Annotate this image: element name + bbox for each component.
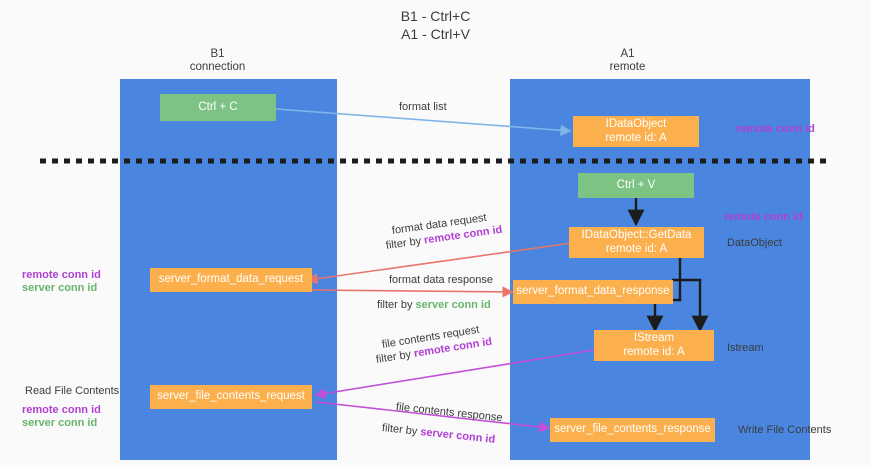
box-ctrl-v-label: Ctrl + V [616,178,656,191]
lane-header-a1: A1 remote [609,48,646,73]
label-format-list: format list [399,101,447,113]
side-label-istream: Istream [727,342,764,354]
box-server-format-data-request-label: server_format_data_request [158,273,304,286]
box-getdata-line2: remote id: A [605,242,668,255]
box-server-file-contents-request[interactable]: server_file_contents_request [150,385,312,409]
label-format-data-response-filter: filter by server conn id [377,299,491,311]
side-label-left-remote-conn-id-bottom: remote conn id [22,404,101,416]
side-label-left-server-conn-id-mid: server conn id [22,282,98,294]
side-label-dataobject: DataObject [727,237,783,249]
box-idataobject[interactable]: IDataObject remote id: A [573,116,699,147]
label-format-data-response: format data response [389,274,493,286]
lane-header-b1: B1 connection [189,48,246,73]
diagram-title-line1: B1 - Ctrl+C [400,8,471,24]
box-idataobject-line2: remote id: A [605,131,667,144]
box-istream[interactable]: IStream remote id: A [594,330,714,361]
side-label-write-file-contents: Write File Contents [738,424,832,436]
box-idataobject-getdata[interactable]: IDataObject::GetData remote id: A [569,227,704,258]
box-server-file-contents-response[interactable]: server_file_contents_response [550,418,715,442]
box-idataobject-line1: IDataObject [605,118,667,130]
box-ctrl-c[interactable]: Ctrl + C [160,94,276,121]
box-getdata-line1: IDataObject::GetData [581,229,692,241]
side-label-left-server-conn-id-bottom: server conn id [22,417,98,429]
filter-prefix: filter by [377,299,416,311]
diagram-title-line2: A1 - Ctrl+V [401,26,470,42]
box-ctrl-c-label: Ctrl + C [198,100,238,113]
box-server-format-data-response-label: server_format_data_response [516,285,670,298]
side-label-remote-conn-id-mid: remote conn id [724,211,803,223]
box-server-file-contents-request-label: server_file_contents_request [157,390,305,403]
box-istream-line1: IStream [633,332,675,344]
side-label-left-remote-conn-id-mid: remote conn id [22,269,101,281]
box-server-file-contents-response-label: server_file_contents_response [554,423,711,436]
side-label-remote-conn-id-top: remote conn id [736,123,815,135]
box-server-format-data-request[interactable]: server_format_data_request [150,268,312,292]
side-label-read-file-contents: Read File Contents [25,385,120,397]
box-ctrl-v[interactable]: Ctrl + V [578,173,694,198]
box-server-format-data-response[interactable]: server_format_data_response [513,280,673,304]
box-istream-line2: remote id: A [623,345,685,358]
filter-key-server-conn-id: server conn id [415,299,491,311]
